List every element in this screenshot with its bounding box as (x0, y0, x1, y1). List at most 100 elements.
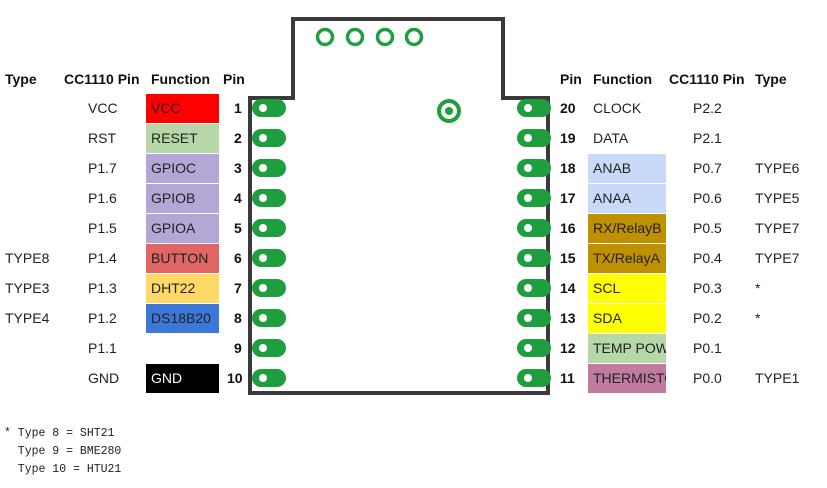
left-pin-number: 4 (234, 190, 242, 206)
right-pin-function: DATA (593, 130, 629, 146)
pin-pad-icon (252, 189, 286, 207)
left-pin-cc1110: P1.2 (88, 310, 117, 326)
header-left-pin: Pin (223, 71, 245, 87)
pin-pad-icon (252, 159, 286, 177)
right-pin-function: ANAA (588, 184, 666, 213)
right-pin-type: * (755, 280, 761, 296)
right-pin-number: 17 (560, 190, 576, 206)
left-pin-number: 2 (234, 130, 242, 146)
right-pin-function: SDA (588, 304, 666, 333)
pin-pad-icon (517, 249, 551, 267)
header-hole-icon (404, 27, 424, 47)
note-line: Type 10 = HTU21 (4, 463, 122, 476)
left-pin-function: BUTTON (146, 244, 219, 273)
left-pin-number: 3 (234, 160, 242, 176)
right-pin-cc1110: P2.2 (693, 100, 722, 116)
pin-pad-icon (252, 339, 286, 357)
right-pin-cc1110: P0.4 (693, 250, 722, 266)
pin-pad-icon (517, 279, 551, 297)
left-pin-cc1110: P1.6 (88, 190, 117, 206)
right-pin-function: CLOCK (593, 100, 642, 116)
left-pin-function: RESET (146, 124, 219, 153)
left-pin-cc1110: P1.3 (88, 280, 117, 296)
mounting-hole-icon (437, 99, 461, 123)
left-pin-type: TYPE4 (5, 310, 50, 326)
right-pin-function: RX/RelayB (588, 214, 666, 243)
right-pin-cc1110: P0.1 (693, 340, 722, 356)
header-right-function: Function (593, 71, 653, 87)
left-pin-number: 10 (227, 370, 243, 386)
pin-pad-icon (517, 219, 551, 237)
right-pin-function: THERMISTOR (588, 364, 666, 393)
pin-pad-icon (517, 129, 551, 147)
left-pin-cc1110: P1.1 (88, 340, 117, 356)
header-right-type: Type (755, 71, 787, 87)
header-right-cc1110-pin: CC1110 Pin (669, 71, 745, 87)
left-pin-function: GPIOA (146, 214, 219, 243)
right-pin-number: 14 (560, 280, 576, 296)
left-pin-cc1110: P1.5 (88, 220, 117, 236)
right-pin-number: 16 (560, 220, 576, 236)
header-hole-icon (345, 27, 365, 47)
pin-pad-icon (252, 279, 286, 297)
right-pin-cc1110: P0.6 (693, 190, 722, 206)
left-pin-cc1110: P1.7 (88, 160, 117, 176)
pin-pad-icon (517, 159, 551, 177)
right-pin-function: ANAB (588, 154, 666, 183)
right-pin-number: 11 (560, 370, 575, 386)
left-pin-function: DS18B20 (146, 304, 219, 333)
pin-pad-icon (252, 219, 286, 237)
right-pin-cc1110: P0.5 (693, 220, 722, 236)
left-pin-cc1110: P1.4 (88, 250, 117, 266)
header-left-type: Type (5, 71, 37, 87)
pin-pad-icon (517, 309, 551, 327)
pin-pad-icon (252, 99, 286, 117)
header-hole-icon (315, 27, 335, 47)
right-pin-function: SCL (588, 274, 666, 303)
pin-pad-icon (252, 369, 286, 387)
pin-pad-icon (517, 339, 551, 357)
pin-pad-icon (252, 249, 286, 267)
left-pin-number: 5 (234, 220, 242, 236)
header-right-pin: Pin (560, 71, 582, 87)
pin-pad-icon (252, 309, 286, 327)
header-left-cc1110-pin: CC1110 Pin (64, 71, 140, 87)
left-pin-number: 9 (234, 340, 242, 356)
left-pin-number: 8 (234, 310, 242, 326)
right-pin-number: 20 (560, 100, 576, 116)
left-pin-function: VCC (146, 94, 219, 123)
pin-pad-icon (252, 129, 286, 147)
right-pin-function: TEMP POWER (588, 334, 666, 363)
left-pin-number: 1 (234, 100, 242, 116)
right-pin-type: * (755, 310, 761, 326)
left-pin-cc1110: RST (88, 130, 116, 146)
left-pin-function: GND (146, 364, 219, 393)
right-pin-cc1110: P0.7 (693, 160, 722, 176)
note-line: * Type 8 = SHT21 (4, 427, 115, 440)
right-pin-cc1110: P0.3 (693, 280, 722, 296)
right-pin-type: TYPE6 (755, 160, 800, 176)
left-pin-type: TYPE3 (5, 280, 50, 296)
right-pin-function: TX/RelayA (588, 244, 666, 273)
board-outline (248, 17, 550, 395)
header-hole-icon (375, 27, 395, 47)
right-pin-cc1110: P2.1 (693, 130, 722, 146)
right-pin-cc1110: P0.0 (693, 370, 722, 386)
pin-pad-icon (517, 369, 551, 387)
left-pin-function: GPIOB (146, 184, 219, 213)
right-pin-number: 15 (560, 250, 576, 266)
right-pin-type: TYPE7 (755, 250, 800, 266)
left-pin-type: TYPE8 (5, 250, 50, 266)
header-left-function: Function (151, 71, 211, 87)
left-pin-number: 6 (234, 250, 242, 266)
note-line: Type 9 = BME280 (4, 445, 122, 458)
right-pin-number: 12 (560, 340, 576, 356)
right-pin-type: TYPE5 (755, 190, 800, 206)
left-pin-cc1110: GND (88, 370, 120, 386)
right-pin-number: 13 (560, 310, 576, 326)
right-pin-type: TYPE7 (755, 220, 800, 236)
right-pin-number: 18 (560, 160, 576, 176)
left-pin-number: 7 (234, 280, 242, 296)
right-pin-cc1110: P0.2 (693, 310, 722, 326)
